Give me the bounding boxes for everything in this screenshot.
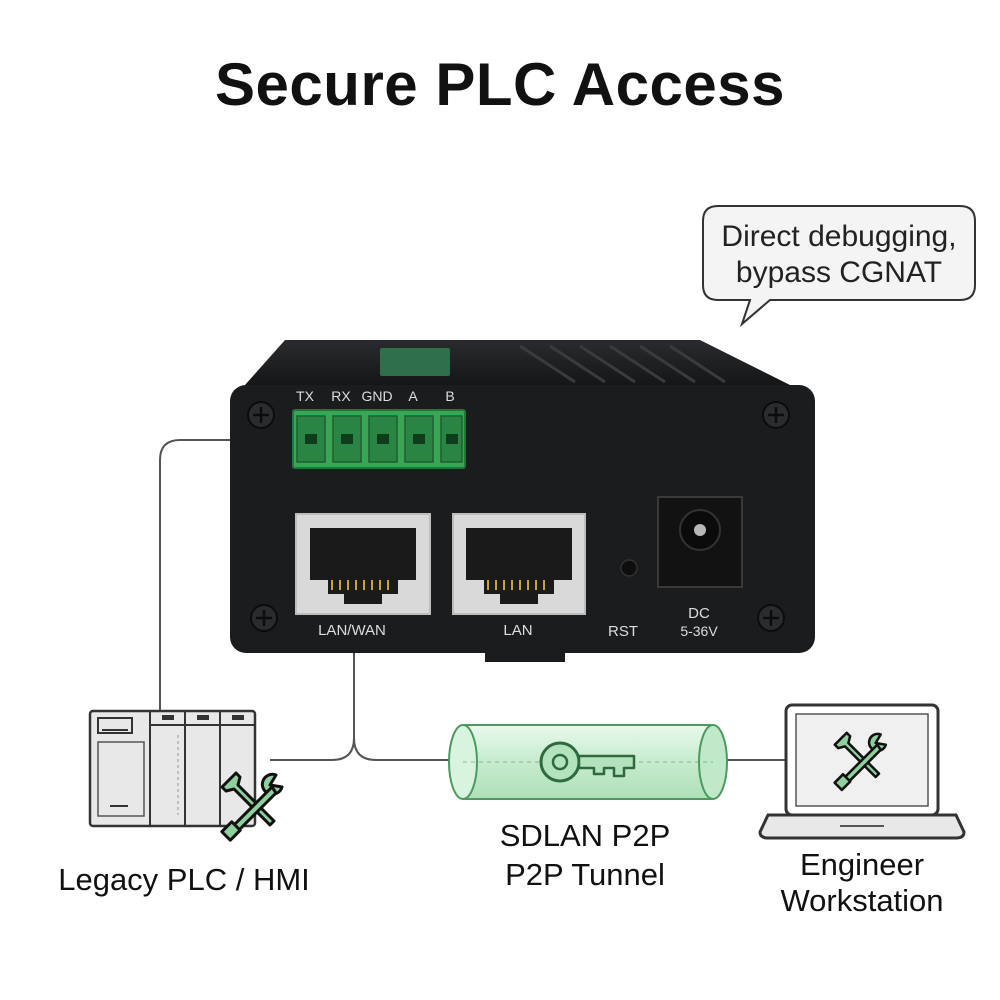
lan-wan-port[interactable] <box>295 513 431 615</box>
key-icon <box>539 741 636 783</box>
heatsink-fins <box>519 344 726 384</box>
pin-label-rx: RX <box>331 388 351 404</box>
callout-bubble: Direct debugging, bypass CGNAT <box>702 205 976 328</box>
callout-line-1: Direct debugging, <box>721 220 956 253</box>
lan-port-label: LAN <box>503 622 532 639</box>
workstation-label-line-1: Engineer <box>800 847 924 882</box>
power-range-label: 5-36V <box>680 623 718 639</box>
lan-port[interactable] <box>452 513 586 615</box>
lan-wan-cable-to-tunnel <box>353 737 460 761</box>
wrench-screwdriver-icon <box>833 731 888 792</box>
lan-wan-port-label: LAN/WAN <box>318 622 386 639</box>
workstation-label-line-2: Workstation <box>780 883 943 918</box>
laptop-icon <box>758 703 966 840</box>
power-label: DC <box>688 605 710 622</box>
screw-icon <box>762 401 790 429</box>
screw-icon <box>247 401 275 429</box>
reset-label: RST <box>608 623 638 640</box>
dc-power-jack[interactable] <box>657 496 743 588</box>
gateway-device: TX RX GND A B <box>230 340 815 662</box>
pin-label-tx: TX <box>296 388 315 404</box>
wrench-screwdriver-icon <box>220 771 284 842</box>
tunnel-label-line-2: P2P Tunnel <box>505 857 665 892</box>
pin-label-b: B <box>445 388 454 404</box>
device-label-sticker <box>380 348 450 376</box>
page-title: Secure PLC Access <box>215 51 785 118</box>
pin-label-gnd: GND <box>361 388 392 404</box>
screw-icon <box>250 604 278 632</box>
pin-label-a: A <box>408 388 418 404</box>
connection-lines <box>159 439 790 761</box>
tunnel-label-line-1: SDLAN P2P <box>500 818 671 853</box>
terminal-block[interactable] <box>292 409 466 469</box>
screw-icon <box>757 604 785 632</box>
callout-line-2: bypass CGNAT <box>736 256 942 289</box>
device-top <box>245 340 790 385</box>
device-rail-clip <box>485 650 565 662</box>
plc-label: Legacy PLC / HMI <box>58 862 310 897</box>
reset-button[interactable] <box>620 559 638 577</box>
lan-wan-cable-to-plc <box>270 640 355 761</box>
plc-hmi-icon <box>88 709 257 828</box>
serial-cable <box>159 439 295 712</box>
